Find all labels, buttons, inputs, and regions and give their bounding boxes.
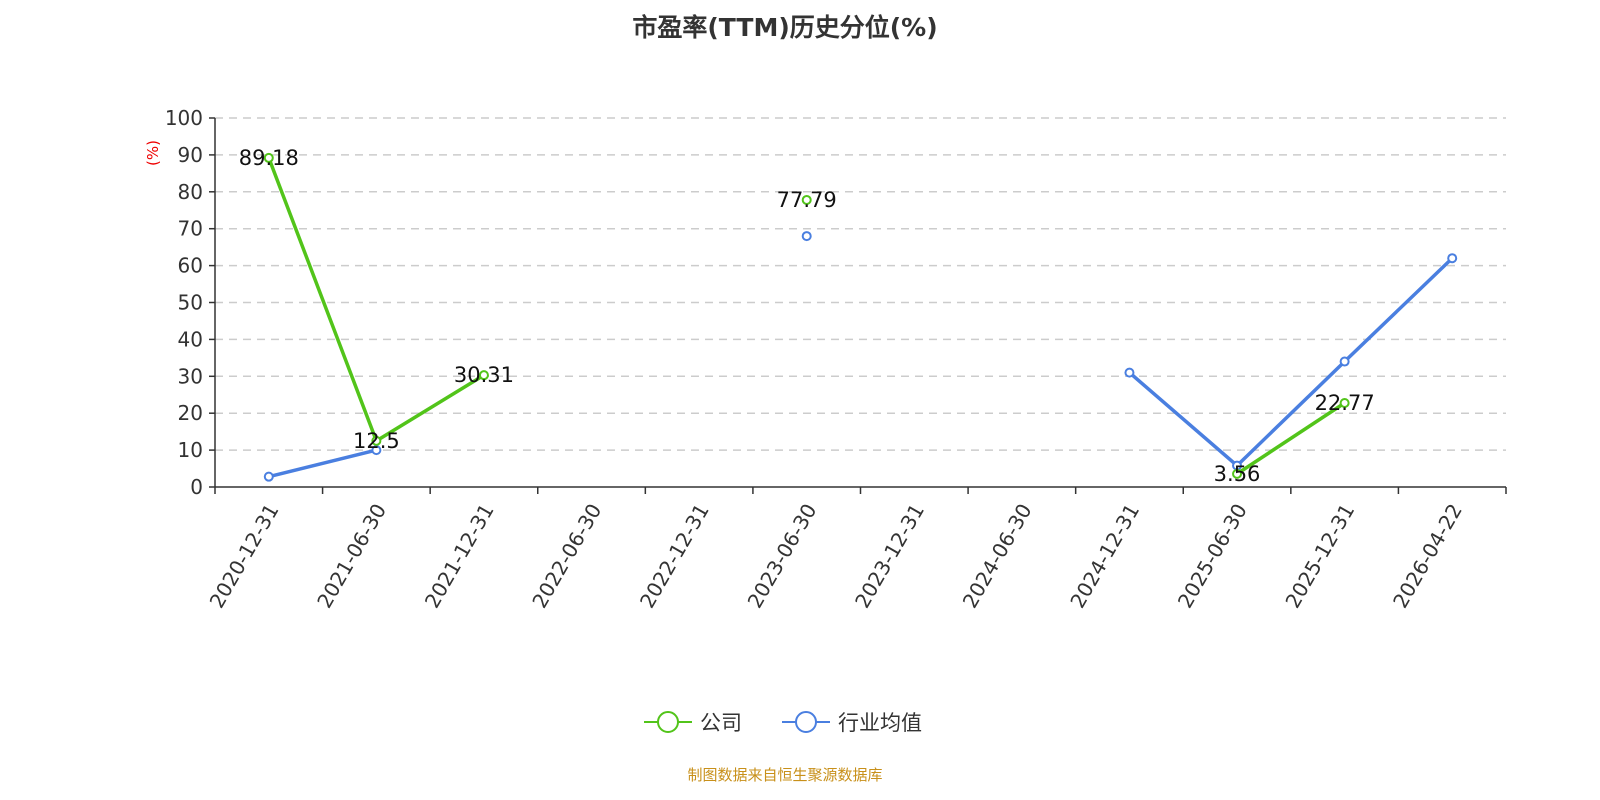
x-tick-label: 2023-12-31 — [850, 500, 929, 613]
series-line-0 — [267, 157, 485, 444]
x-tick-label: 2021-12-31 — [420, 500, 499, 613]
legend-label: 行业均值 — [838, 711, 922, 735]
x-tick-label: 2026-04-22 — [1388, 500, 1467, 613]
data-point — [1124, 367, 1135, 378]
data-point — [801, 231, 812, 242]
data-point — [263, 152, 274, 163]
data-point — [1232, 468, 1243, 479]
data-source-note: 制图数据来自恒生聚源数据库 — [687, 766, 883, 784]
data-point — [1339, 356, 1350, 367]
legend-marker — [657, 711, 679, 733]
data-label: 22.77 — [1315, 391, 1375, 415]
data-point — [371, 445, 382, 456]
chart-title: 市盈率(TTM)历史分位(%) — [632, 13, 938, 42]
y-tick-label: 20 — [178, 401, 203, 425]
data-label: 89.18 — [239, 146, 299, 170]
data-point — [1339, 397, 1350, 408]
x-tick-label: 2020-12-31 — [205, 500, 284, 613]
data-label: 12.5 — [353, 429, 400, 453]
series-line-1 — [268, 448, 377, 479]
y-axis-label: (%) — [144, 140, 162, 166]
data-label: 3.56 — [1214, 462, 1261, 486]
x-tick-label: 2022-12-31 — [635, 500, 714, 613]
x-tick-label: 2022-06-30 — [527, 500, 606, 613]
y-tick-label: 30 — [178, 364, 203, 388]
data-point — [478, 370, 489, 381]
data-point — [263, 471, 274, 482]
data-label: 77.79 — [777, 188, 837, 212]
y-tick-label: 80 — [178, 180, 203, 204]
y-tick-label: 90 — [178, 143, 203, 167]
y-tick-label: 10 — [178, 438, 203, 462]
series-line-0 — [1236, 401, 1346, 476]
data-point — [801, 194, 812, 205]
y-tick-label: 40 — [178, 327, 203, 351]
data-point — [1447, 253, 1458, 264]
y-tick-label: 100 — [165, 106, 203, 130]
x-tick-label: 2025-06-30 — [1173, 500, 1252, 613]
x-tick-label: 2024-06-30 — [958, 500, 1037, 613]
y-tick-label: 50 — [178, 291, 203, 315]
x-tick-label: 2021-06-30 — [312, 500, 391, 613]
series-line-1 — [1128, 256, 1454, 468]
x-tick-label: 2024-12-31 — [1065, 500, 1144, 613]
data-label: 30.31 — [454, 363, 514, 387]
data-point — [371, 435, 382, 446]
x-tick-label: 2025-12-31 — [1280, 500, 1359, 613]
x-tick-label: 2023-06-30 — [743, 500, 822, 613]
legend-marker — [795, 711, 817, 733]
legend-label: 公司 — [700, 711, 742, 735]
y-tick-label: 0 — [190, 475, 203, 499]
y-tick-label: 60 — [178, 254, 203, 278]
y-tick-label: 70 — [178, 217, 203, 241]
